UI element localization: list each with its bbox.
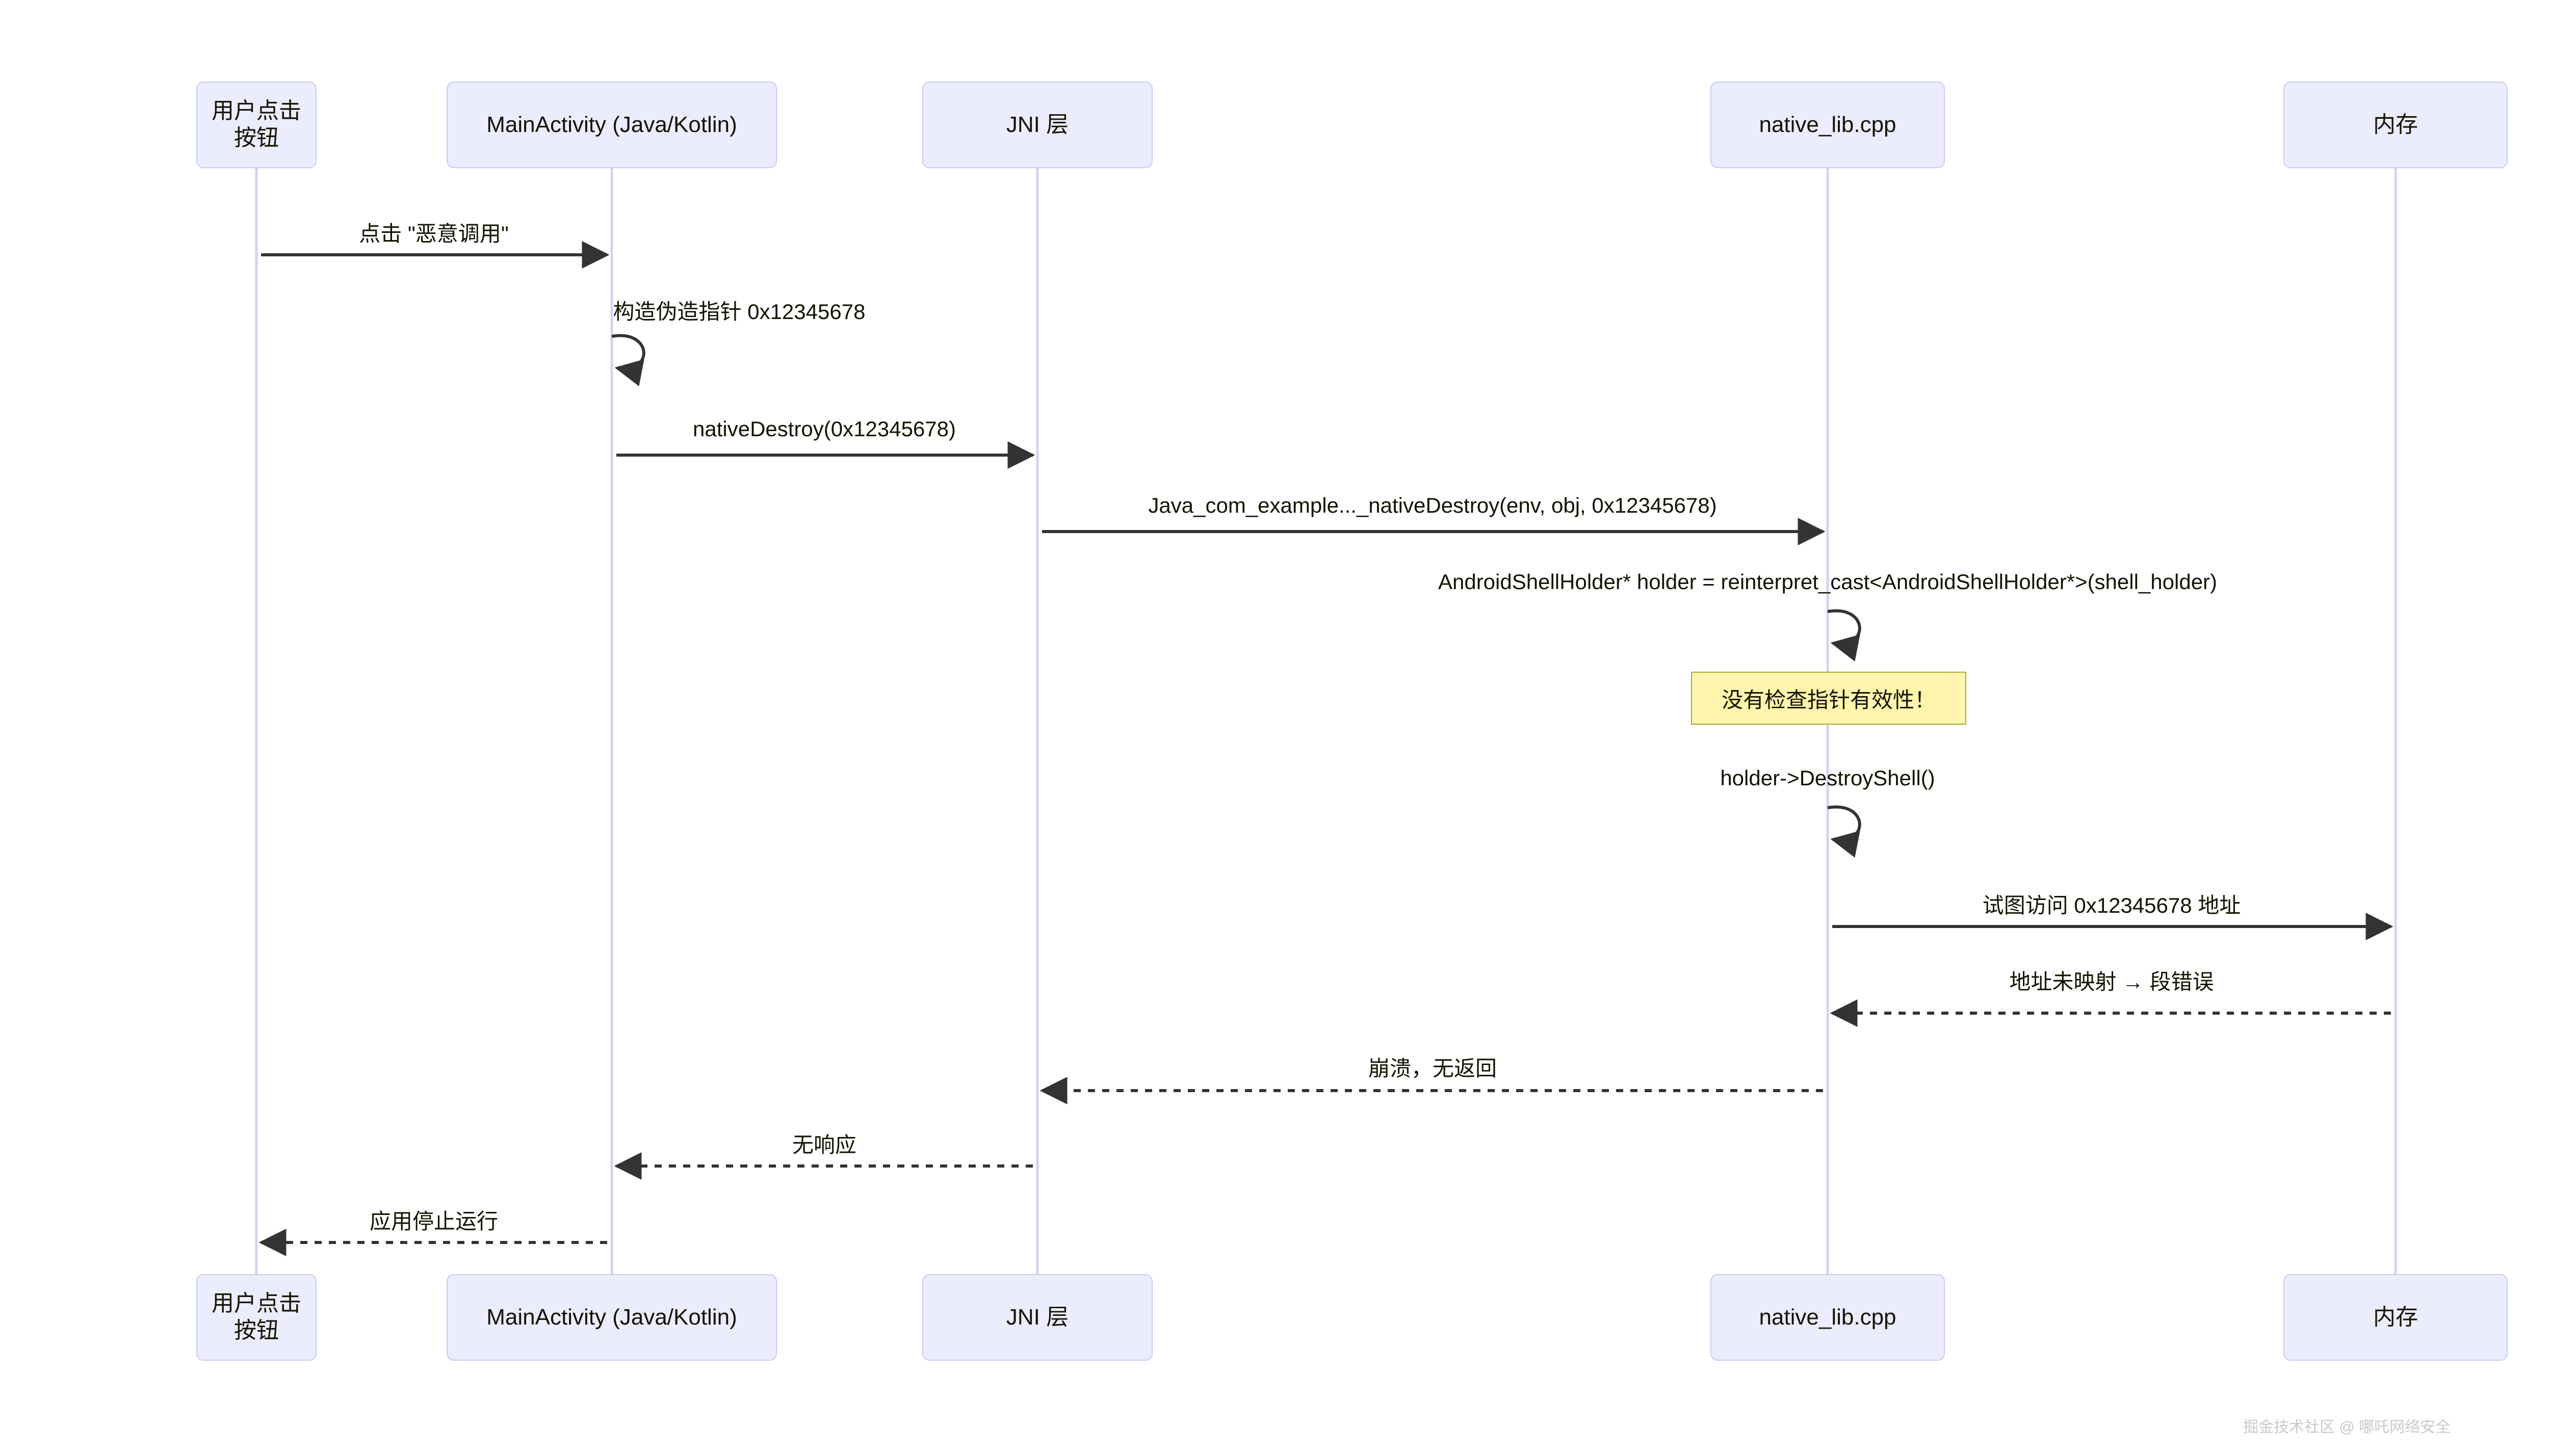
actor-box-native[interactable]: native_lib.cpp: [1710, 82, 1945, 168]
actor-label: MainActivity (Java/Kotlin): [486, 112, 737, 137]
actor-label: 内存: [2373, 112, 2418, 137]
message-arrow-m2: [611, 334, 645, 386]
message-label-m10: 无响应: [792, 1133, 857, 1157]
message-label-m2: 构造伪造指针 0x12345678: [613, 300, 866, 324]
message-label-m9: 崩溃，无返回: [1368, 1056, 1497, 1080]
actor-label: 内存: [2373, 1304, 2418, 1330]
note-n1: 没有检查指针有效性！: [1691, 672, 1966, 725]
lifelines-group: [255, 168, 2397, 1274]
actor-box-user[interactable]: 用户点击按钮: [196, 1274, 317, 1361]
message-label-m8: 地址未映射 → 段错误: [2009, 970, 2214, 994]
actor-box-memory[interactable]: 内存: [2283, 82, 2508, 168]
message-label-m7: 试图访问 0x12345678 地址: [1982, 893, 2241, 917]
message-label-m4: Java_com_example..._nativeDestroy(env, o…: [1148, 493, 1717, 517]
message-label-m11: 应用停止运行: [369, 1209, 499, 1233]
actor-box-native[interactable]: native_lib.cpp: [1710, 1274, 1945, 1361]
arrows-group: [258, 241, 2394, 1256]
message-arrow-m6: [1827, 805, 1861, 858]
actor-label: JNI 层: [1006, 112, 1069, 137]
actor-label: MainActivity (Java/Kotlin): [486, 1304, 737, 1330]
actor-label: 用户点击按钮: [212, 1291, 301, 1343]
actor-box-memory[interactable]: 内存: [2283, 1274, 2508, 1361]
actor-box-jni[interactable]: JNI 层: [922, 82, 1153, 168]
actor-box-activity[interactable]: MainActivity (Java/Kotlin): [447, 1274, 777, 1361]
message-label-m1: 点击 "恶意调用": [359, 222, 509, 246]
message-label-m6: holder->DestroyShell(): [1720, 766, 1935, 790]
message-label-m3: nativeDestroy(0x12345678): [693, 417, 956, 441]
message-arrow-m5: [1827, 609, 1861, 661]
message-label-m5: AndroidShellHolder* holder = reinterpret…: [1438, 570, 2218, 594]
actor-label: native_lib.cpp: [1759, 112, 1896, 137]
actor-label: native_lib.cpp: [1759, 1304, 1896, 1330]
actor-label: 用户点击按钮: [212, 98, 301, 150]
actor-box-jni[interactable]: JNI 层: [922, 1274, 1153, 1361]
watermark: 掘金技术社区 @ 哪吒网络安全: [2243, 1419, 2451, 1436]
actor-box-activity[interactable]: MainActivity (Java/Kotlin): [447, 82, 777, 168]
actor-label: JNI 层: [1006, 1304, 1069, 1330]
actor-box-user[interactable]: 用户点击按钮: [196, 82, 317, 168]
